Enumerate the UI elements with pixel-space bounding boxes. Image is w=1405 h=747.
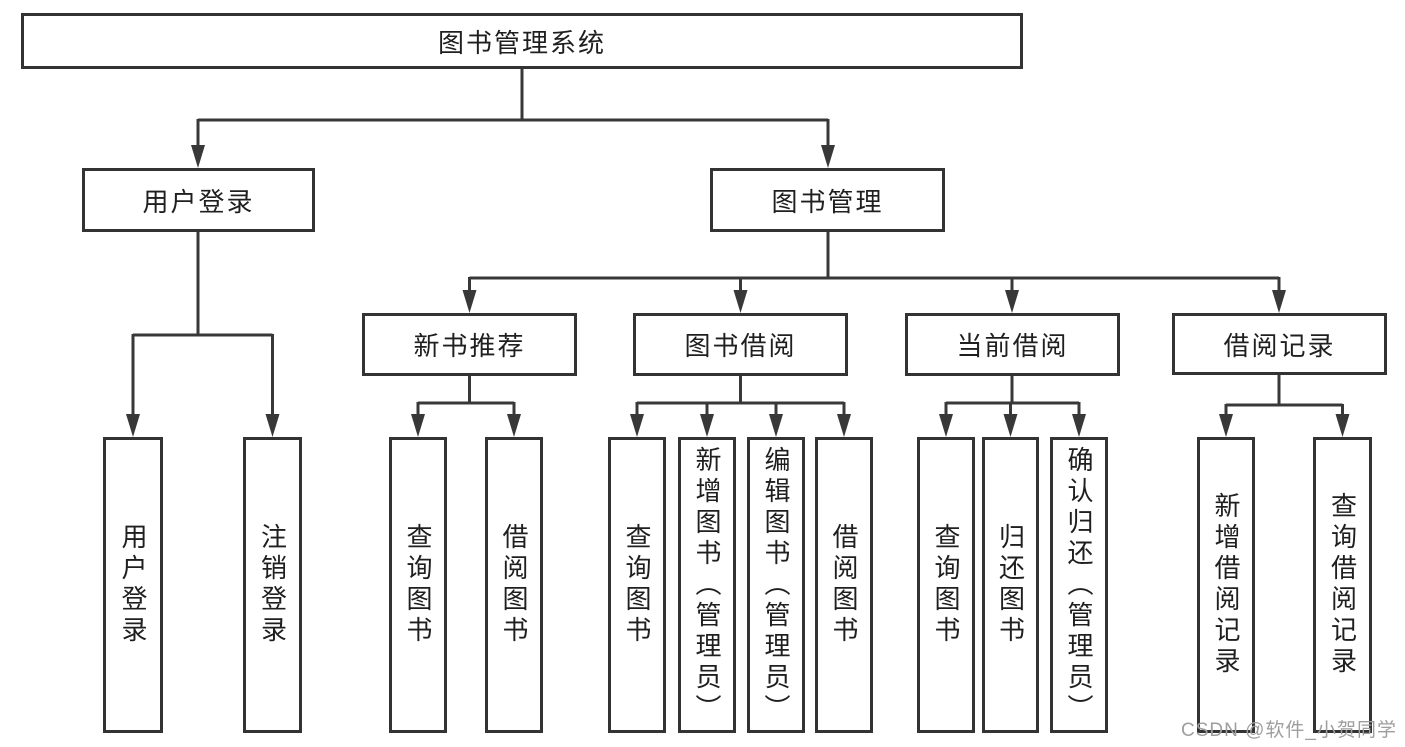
leaf-borrow-query-label: 查询图书 bbox=[622, 523, 652, 647]
leaf-logout-label: 注销登录 bbox=[257, 523, 288, 647]
leaf-borrow-query: 查询图书 bbox=[608, 437, 666, 733]
leaf-newbook-query: 查询图书 bbox=[389, 437, 447, 733]
node-current-borrow: 当前借阅 bbox=[905, 313, 1120, 376]
leaf-borrow-borrow-label: 借阅图书 bbox=[829, 523, 859, 647]
leaf-record-query-label: 查询借阅记录 bbox=[1327, 492, 1358, 678]
node-root: 图书管理系统 bbox=[21, 13, 1023, 69]
leaf-current-confirm-admin: 确认归还（管理员） bbox=[1050, 437, 1108, 733]
node-book-mgmt-label: 图书管理 bbox=[771, 186, 884, 217]
node-user-login: 用户登录 bbox=[82, 168, 315, 232]
node-new-book-rec-label: 新书推荐 bbox=[413, 331, 526, 361]
leaf-logout: 注销登录 bbox=[243, 437, 302, 733]
leaf-current-return: 归还图书 bbox=[982, 437, 1039, 733]
leaf-borrow-add-admin-label: 新增图书（管理员） bbox=[692, 445, 722, 725]
leaf-current-confirm-admin-label: 确认归还（管理员） bbox=[1064, 445, 1094, 725]
leaf-borrow-borrow: 借阅图书 bbox=[815, 437, 873, 733]
leaf-borrow-edit-admin: 编辑图书（管理员） bbox=[747, 437, 805, 733]
leaf-user-login: 用户登录 bbox=[103, 437, 163, 733]
node-root-label: 图书管理系统 bbox=[437, 27, 606, 58]
node-book-borrow: 图书借阅 bbox=[633, 313, 848, 376]
leaf-current-query: 查询图书 bbox=[917, 437, 975, 733]
node-borrow-record: 借阅记录 bbox=[1172, 313, 1387, 375]
node-user-login-label: 用户登录 bbox=[142, 186, 255, 217]
leaf-record-add-label: 新增借阅记录 bbox=[1211, 492, 1241, 678]
csdn-watermark: CSDN @软件_小贺同学 bbox=[1181, 720, 1397, 741]
leaf-borrow-edit-admin-label: 编辑图书（管理员） bbox=[761, 445, 791, 725]
leaf-current-query-label: 查询图书 bbox=[931, 523, 961, 647]
node-borrow-record-label: 借阅记录 bbox=[1223, 330, 1336, 361]
node-current-borrow-label: 当前借阅 bbox=[956, 331, 1069, 361]
node-book-borrow-label: 图书借阅 bbox=[684, 331, 797, 361]
leaf-record-add: 新增借阅记录 bbox=[1197, 437, 1255, 733]
node-book-mgmt: 图书管理 bbox=[710, 168, 945, 232]
node-new-book-rec: 新书推荐 bbox=[362, 313, 577, 376]
leaf-newbook-borrow: 借阅图书 bbox=[485, 437, 543, 733]
leaf-newbook-query-label: 查询图书 bbox=[403, 523, 433, 647]
leaf-current-return-label: 归还图书 bbox=[995, 523, 1026, 647]
leaf-user-login-label: 用户登录 bbox=[118, 523, 148, 647]
leaf-newbook-borrow-label: 借阅图书 bbox=[499, 523, 529, 647]
leaf-borrow-add-admin: 新增图书（管理员） bbox=[678, 437, 736, 733]
leaf-record-query: 查询借阅记录 bbox=[1313, 437, 1372, 733]
